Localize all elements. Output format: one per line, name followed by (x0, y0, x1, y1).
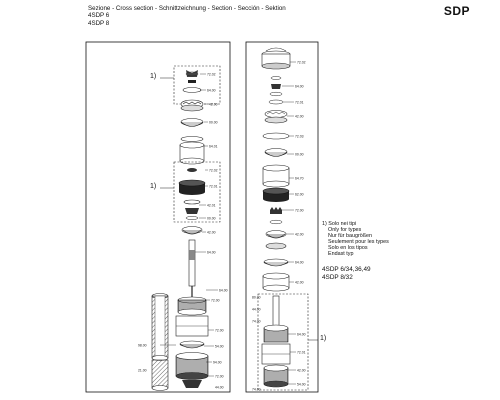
part-label: 72.01 (209, 185, 218, 189)
part-label: 98.00 (138, 344, 147, 348)
left-stack (160, 65, 221, 388)
part-label: 42.00 (295, 281, 304, 285)
part-label: 64.00 (295, 85, 304, 89)
header-block: Sezione - Cross section - Schnittzeichnu… (88, 5, 286, 27)
part-label: 72.00 (211, 299, 220, 303)
part-label: 72.02 (209, 169, 218, 173)
part-label: 00.00 (295, 153, 304, 157)
part-label: 42.00 (295, 233, 304, 237)
part-label: 72.00 (215, 329, 224, 333)
part-label: 42.00 (209, 103, 218, 107)
footnote-marker-bottom: 1) (320, 335, 327, 342)
note-line: Solo en los tipos (328, 244, 368, 251)
footnote-legend: 1) Solo nei tipi Only for types Nur für … (322, 221, 389, 257)
part-label: 74.00 (252, 388, 261, 392)
part-label: 54.00 (215, 345, 224, 349)
header-model-2: 4SDP 8 (88, 19, 110, 27)
model-item: 4SDP 6/34,36,49 (322, 266, 371, 273)
footnote-marker-top: 1) (150, 73, 157, 80)
part-label: 44.00 (252, 308, 261, 312)
part-label: 80.00 (252, 296, 261, 300)
header-model-1: 4SDP 6 (88, 12, 110, 20)
model-item: 4SDP 8/32 (322, 273, 353, 281)
brand-logo: SDP (443, 4, 470, 18)
part-label: 64.00 (207, 251, 216, 255)
optional-group-box-middle (173, 161, 221, 223)
part-label: 64.70 (295, 177, 304, 181)
right-stack (257, 47, 318, 391)
part-label: 72.03 (295, 135, 304, 139)
header-title: Sezione - Cross section - Schnittzeichnu… (88, 5, 286, 12)
part-label: 44.00 (215, 386, 224, 390)
part-label: 00.00 (207, 217, 216, 221)
part-label: 64.00 (295, 261, 304, 265)
part-label: 74.00 (252, 320, 261, 324)
part-label: 62.00 (295, 193, 304, 197)
right-assembly-frame (245, 41, 319, 393)
part-label: 00.00 (209, 121, 218, 125)
part-label: 64.00 (207, 89, 216, 93)
optional-group-box-bottom (257, 293, 309, 391)
note-line: Endast typ (328, 250, 354, 257)
part-label: 42.00 (207, 231, 216, 235)
part-label: 72.00 (295, 209, 304, 213)
note-line: Seulement pour les types (328, 238, 389, 245)
part-label: 64.00 (219, 289, 228, 293)
part-label: 42.00 (295, 115, 304, 119)
part-label: 64.01 (209, 145, 218, 149)
part-label: 64.00 (297, 333, 306, 337)
part-label: 72.00 (215, 375, 224, 379)
part-label: 21.00 (138, 369, 147, 373)
pump-pipe-cutaway (151, 293, 176, 391)
left-assembly-frame (85, 41, 231, 393)
part-label: 72.01 (295, 101, 304, 105)
part-label: 94.00 (213, 361, 222, 365)
note-line: Nur für baugrößen (328, 232, 373, 239)
part-label: 42.00 (297, 369, 306, 373)
model-list: 4SDP 6/34,36,49 4SDP 8/32 (322, 266, 371, 281)
part-label: 72.02 (207, 73, 216, 77)
part-label: 42.01 (207, 204, 216, 208)
part-label: 54.00 (297, 383, 306, 387)
part-label: 72.01 (297, 351, 306, 355)
right-part-callouts (282, 61, 296, 385)
part-label: 72.02 (297, 61, 306, 65)
note-line: 1) Solo nei tipi (322, 221, 357, 227)
footnote-marker-middle: 1) (150, 183, 157, 190)
left-part-callouts (195, 73, 218, 377)
note-line: Only for types (328, 226, 362, 233)
